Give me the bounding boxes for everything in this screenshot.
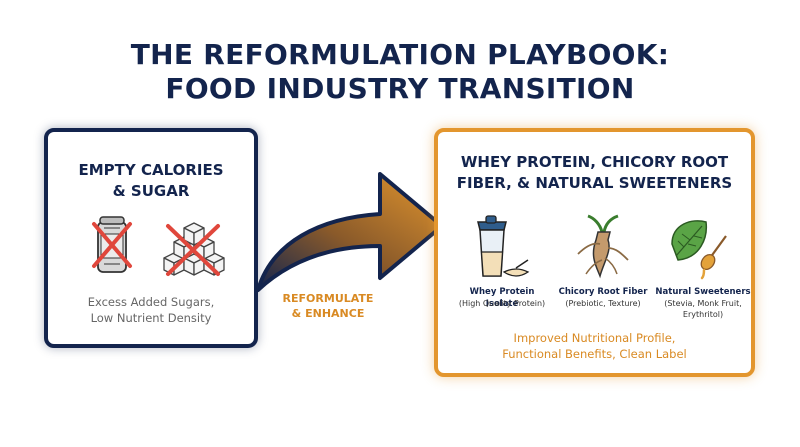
ingredients-caption-line-2: Functional Benefits, Clean Label xyxy=(502,347,687,361)
natural-sweeteners-detail-line-2: Erythritol) xyxy=(682,310,724,319)
ingredients-panel: WHEY PROTEIN, CHICORY ROOT FIBER, & NATU… xyxy=(434,128,755,377)
chicory-root-icon xyxy=(577,214,629,279)
cross-out-icon xyxy=(166,224,220,276)
chicory-root-detail-line-1: (Prebiotic, Texture) xyxy=(565,299,641,308)
title-line-1: THE REFORMULATION PLAYBOOK: xyxy=(130,38,670,71)
chicory-root-detail: (Prebiotic, Texture) xyxy=(553,298,653,309)
empty-calories-heading: EMPTY CALORIES & SUGAR xyxy=(48,160,254,202)
reformulate-arrow-icon xyxy=(256,172,444,292)
ingredients-heading-line-1: WHEY PROTEIN, CHICORY ROOT xyxy=(460,153,729,171)
natural-sweeteners-detail-line-1: (Stevia, Monk Fruit, xyxy=(664,299,742,308)
ingredients-caption: Improved Nutritional Profile, Functional… xyxy=(438,330,751,362)
protein-shaker-icon xyxy=(477,215,530,277)
cross-out-icon xyxy=(92,222,132,268)
stevia-leaf-icon xyxy=(671,220,727,280)
empty-calories-panel: EMPTY CALORIES & SUGAR xyxy=(44,128,258,348)
reformulate-label-line-2: & ENHANCE xyxy=(291,307,365,320)
reformulate-label: REFORMULATE & ENHANCE xyxy=(268,291,388,321)
whey-protein-detail: (High Quality Protein) xyxy=(452,298,552,309)
empty-calories-heading-line-2: & SUGAR xyxy=(112,182,190,200)
empty-calories-caption: Excess Added Sugars, Low Nutrient Densit… xyxy=(48,294,254,326)
natural-sweeteners-detail: (Stevia, Monk Fruit, Erythritol) xyxy=(653,298,753,320)
title-line-2: FOOD INDUSTRY TRANSITION xyxy=(165,72,635,105)
whey-protein-label: Whey Protein Isolate xyxy=(469,287,535,309)
ingredients-caption-line-1: Improved Nutritional Profile, xyxy=(513,331,676,345)
soda-can-icon xyxy=(92,216,132,273)
empty-calories-caption-line-2: Low Nutrient Density xyxy=(90,311,212,325)
empty-calories-heading-line-1: EMPTY CALORIES xyxy=(78,161,224,179)
reformulate-label-line-1: REFORMULATE xyxy=(282,292,374,305)
empty-calories-caption-line-1: Excess Added Sugars, xyxy=(87,295,215,309)
page-title: THE REFORMULATION PLAYBOOK: FOOD INDUSTR… xyxy=(0,38,800,106)
sugar-cubes-icon xyxy=(163,222,225,276)
ingredients-heading: WHEY PROTEIN, CHICORY ROOT FIBER, & NATU… xyxy=(438,152,751,194)
ingredients-heading-line-2: FIBER, & NATURAL SWEETENERS xyxy=(456,174,733,192)
whey-protein-detail-line-1: (High Quality Protein) xyxy=(458,299,546,308)
natural-sweeteners-label: Natural Sweeteners xyxy=(655,287,751,297)
chicory-root-label: Chicory Root Fiber xyxy=(558,287,648,297)
